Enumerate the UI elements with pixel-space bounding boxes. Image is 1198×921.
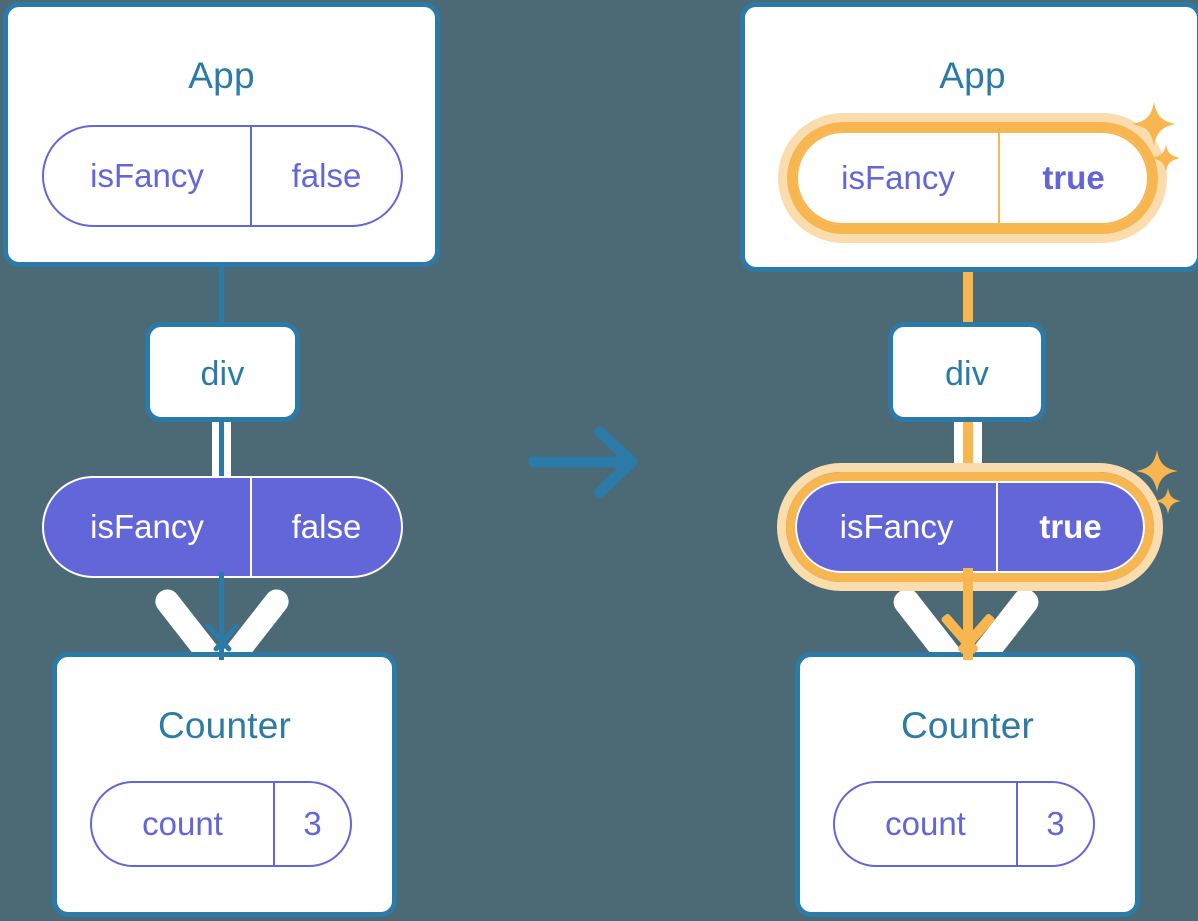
transition-arrow-icon [528, 420, 648, 504]
connector-app-to-div-before [219, 262, 224, 326]
pill-divider [996, 483, 998, 571]
connector-prop-to-counter-before [219, 572, 224, 660]
arrowhead-after [934, 612, 1002, 666]
div-card-after [888, 322, 1046, 422]
counter-state-pill-before[interactable]: count 3 [90, 781, 352, 867]
app-state-value-after: true [1042, 159, 1105, 196]
sparkle-small-icon [1154, 487, 1182, 515]
pill-divider [250, 478, 252, 576]
pill-divider [250, 127, 252, 225]
div-label-before: div [200, 355, 245, 393]
pill-divider [1016, 783, 1018, 865]
pill-divider [998, 133, 1000, 223]
counter-title-after: Counter [900, 705, 1035, 746]
pill-divider [273, 783, 275, 865]
counter-state-pill-after[interactable]: count 3 [833, 781, 1095, 867]
counter-title-before: Counter [157, 705, 292, 746]
sparkle-large-icon [1130, 100, 1178, 148]
counter-state-value-after: 3 [1046, 805, 1065, 842]
app-state-value-before: false [291, 157, 362, 194]
prop-pill-after[interactable]: isFancy true [795, 481, 1145, 573]
prop-value-before: false [291, 508, 362, 545]
app-title-after: App [939, 55, 1006, 96]
counter-state-value-before: 3 [303, 805, 322, 842]
div-card-before [145, 322, 300, 422]
div-label-after: div [944, 355, 990, 393]
connector-div-to-prop-after [963, 418, 973, 484]
arrowhead-before [200, 622, 244, 664]
prop-value-after: true [1039, 508, 1102, 545]
sparkle-large-icon [1134, 448, 1180, 494]
app-state-pill-before[interactable]: isFancy false [42, 125, 403, 227]
counter-state-key-before: count [142, 805, 223, 842]
prop-key-before: isFancy [90, 508, 204, 545]
app-state-pill-after[interactable]: isFancy true [796, 131, 1149, 225]
prop-pill-before[interactable]: isFancy false [42, 476, 403, 578]
highlight-ring-app-state [787, 122, 1158, 234]
app-state-key-after: isFancy [841, 159, 955, 196]
connector-div-to-prop-before [219, 418, 224, 484]
app-title-before: App [188, 55, 255, 96]
app-state-key-before: isFancy [90, 157, 204, 194]
sparkle-small-icon [1151, 143, 1181, 173]
counter-state-key-after: count [885, 805, 966, 842]
connector-prop-to-counter-after [963, 568, 973, 660]
prop-key-after: isFancy [839, 508, 954, 545]
connector-app-to-div-after [963, 228, 973, 326]
